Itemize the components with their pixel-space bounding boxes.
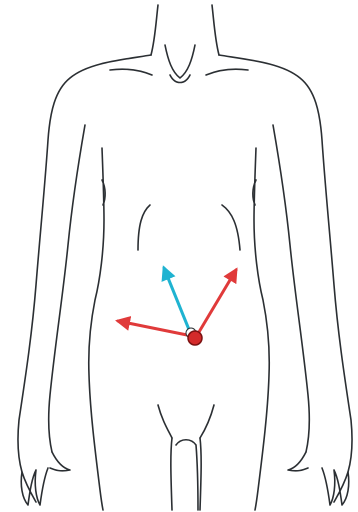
left-torso-side — [89, 148, 104, 510]
rib-left — [138, 205, 150, 250]
crotch — [176, 440, 198, 510]
body-outline — [18, 5, 352, 510]
right-shoulder-arm — [219, 55, 352, 502]
left-shoulder-arm — [18, 55, 151, 502]
left-hand — [21, 452, 70, 505]
neck-left — [151, 5, 158, 55]
right-inner-arm — [273, 125, 309, 452]
vector-up-right — [196, 270, 236, 337]
inner-thigh-left — [171, 438, 172, 510]
right-hand — [288, 452, 349, 505]
vector-up-left — [164, 268, 192, 337]
rib-right — [222, 205, 240, 250]
groin-right — [200, 405, 214, 438]
neck-notch — [165, 45, 195, 78]
neck-right — [212, 5, 219, 55]
clavicle-left — [110, 69, 152, 75]
clavicle-right — [206, 69, 248, 75]
left-inner-arm — [49, 125, 85, 452]
vector-left — [118, 321, 192, 336]
inner-thigh-right — [200, 438, 201, 510]
origin-point — [188, 331, 202, 345]
groin-left — [158, 405, 172, 438]
vectors — [118, 268, 236, 345]
right-torso-side — [254, 148, 269, 510]
